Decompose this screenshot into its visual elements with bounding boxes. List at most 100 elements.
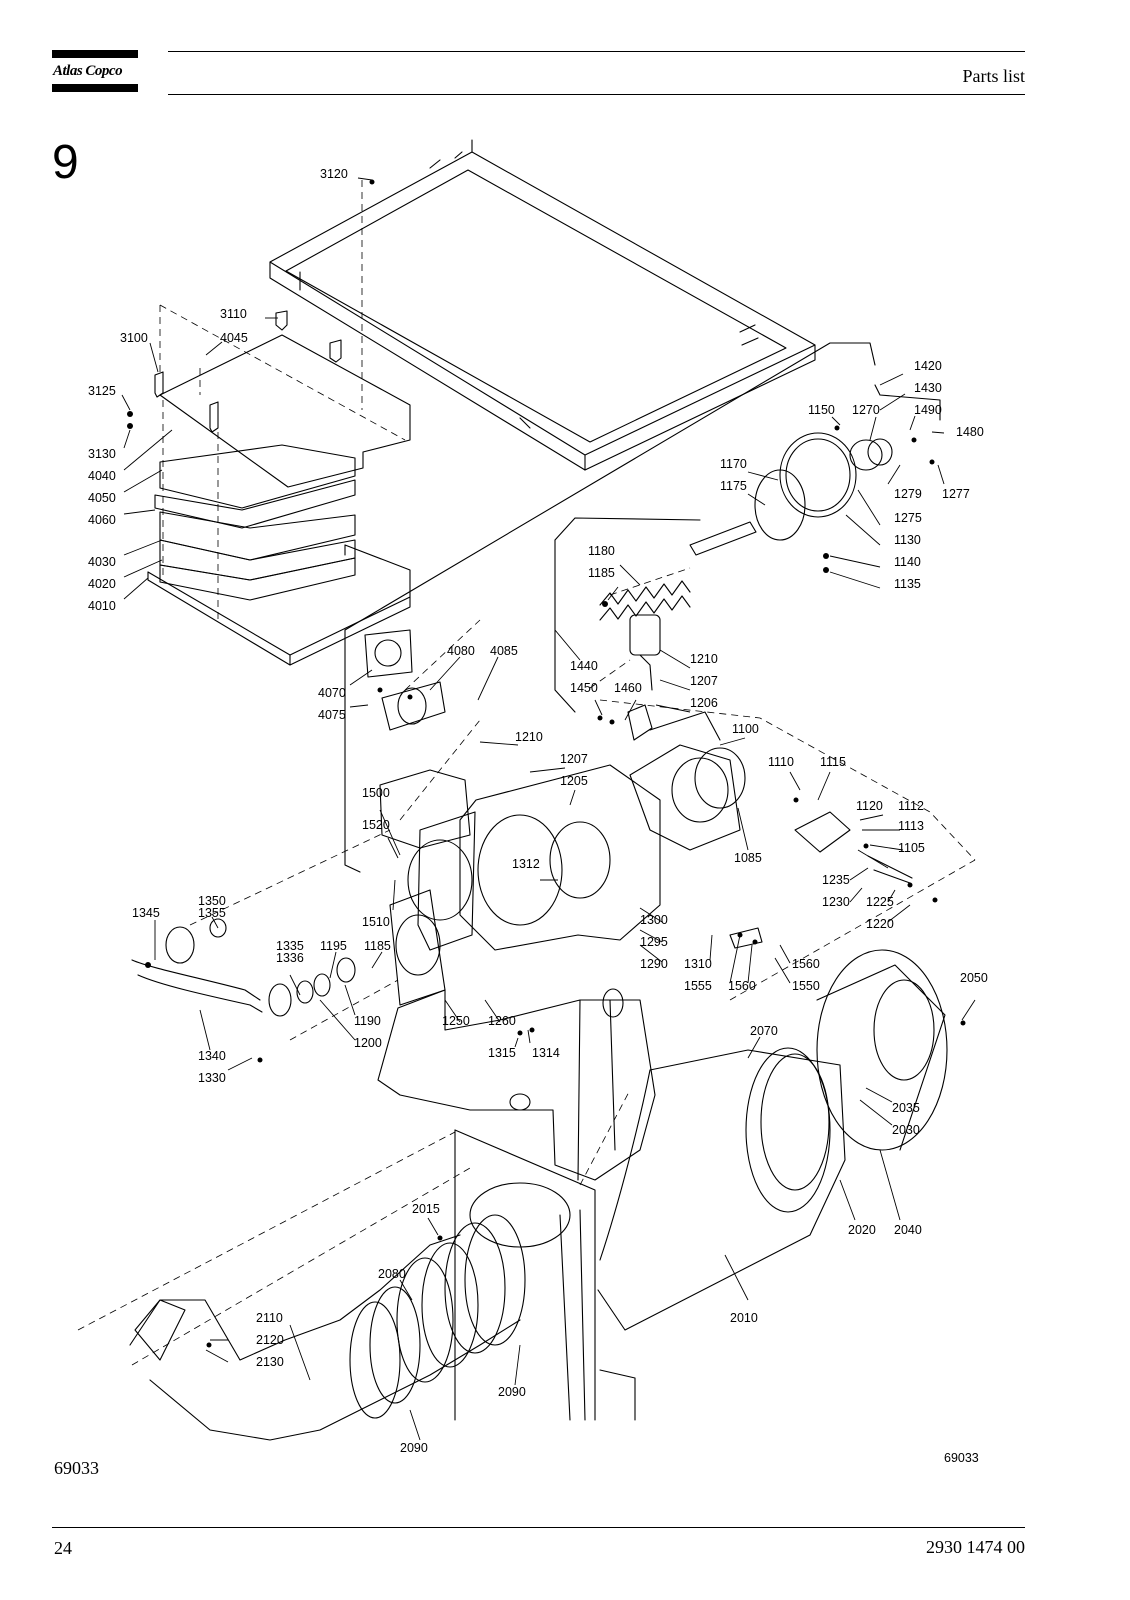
part-label: 1315 — [488, 1046, 516, 1060]
part-label: 3100 — [120, 331, 148, 345]
diagram-drawing — [129, 139, 948, 1441]
part-label: 2050 — [960, 971, 988, 985]
part-label: 1230 — [822, 895, 850, 909]
part-label: 2090 — [400, 1441, 428, 1455]
part-label: 1207 — [690, 674, 718, 688]
part-label: 1277 — [942, 487, 970, 501]
part-label: 1340 — [198, 1049, 226, 1063]
part-label: 1185 — [588, 566, 615, 580]
part-label: 4010 — [88, 599, 116, 613]
leader-lines — [121, 177, 976, 1441]
part-label: 3130 — [88, 447, 116, 461]
part-label: 1195 — [320, 939, 347, 953]
part-label: 4030 — [88, 555, 116, 569]
part-label: 4075 — [318, 708, 346, 722]
part-label: 2120 — [256, 1333, 284, 1347]
part-label: 3125 — [88, 384, 116, 398]
part-label: 4045 — [220, 331, 248, 345]
part-label: 1185 — [364, 939, 391, 953]
part-label: 2010 — [730, 1311, 758, 1325]
part-label: 1260 — [488, 1014, 516, 1028]
part-label: 2110 — [256, 1311, 283, 1325]
part-label: 2130 — [256, 1355, 284, 1369]
part-label: 1105 — [898, 841, 925, 855]
part-label: 1112 — [898, 799, 924, 813]
part-label: 1270 — [852, 403, 880, 417]
part-label: 1140 — [894, 555, 921, 569]
part-label: 2030 — [892, 1123, 920, 1137]
part-label: 1113 — [898, 819, 924, 833]
part-label: 1110 — [768, 755, 794, 769]
part-label: 1500 — [362, 786, 390, 800]
part-label: 1290 — [640, 957, 668, 971]
part-label: 1490 — [914, 403, 942, 417]
part-label: 1085 — [734, 851, 762, 865]
part-label: 1115 — [820, 755, 846, 769]
document-number: 2930 1474 00 — [926, 1537, 1025, 1557]
part-label: 1550 — [792, 979, 820, 993]
part-label: 2070 — [750, 1024, 778, 1038]
part-label: 1250 — [442, 1014, 470, 1028]
part-label: 1170 — [720, 457, 747, 471]
part-label: 1480 — [956, 425, 984, 439]
part-label: 2020 — [848, 1223, 876, 1237]
part-label: 1345 — [132, 906, 160, 920]
part-label: 1510 — [362, 915, 390, 929]
page-title: Parts list — [962, 66, 1025, 86]
part-label: 1120 — [856, 799, 883, 813]
part-label: 4040 — [88, 469, 116, 483]
part-label: 1520 — [362, 818, 390, 832]
footer-rule — [52, 1527, 1025, 1528]
part-label: 4050 — [88, 491, 116, 505]
part-label: 1420 — [914, 359, 942, 373]
part-label: 1206 — [690, 696, 718, 710]
part-label: 1207 — [560, 752, 588, 766]
part-label: 1279 — [894, 487, 922, 501]
part-label: 2080 — [378, 1267, 406, 1281]
part-label: 1300 — [640, 913, 668, 927]
part-label: 1460 — [614, 681, 642, 695]
part-label: 3120 — [320, 167, 348, 181]
header-bottom-rule — [168, 94, 1025, 95]
part-label: 1135 — [894, 577, 921, 591]
page-number: 24 — [54, 1538, 72, 1558]
part-label: 1175 — [720, 479, 747, 493]
part-label: 1336 — [276, 951, 304, 965]
part-label: 1205 — [560, 774, 588, 788]
part-label: 1430 — [914, 381, 942, 395]
part-label: 1225 — [866, 895, 894, 909]
part-label: 1312 — [512, 857, 540, 871]
figure-id: 69033 — [54, 1458, 99, 1478]
part-label: 1314 — [532, 1046, 560, 1060]
assembly-dashed-lines — [77, 180, 976, 1366]
part-label: 1275 — [894, 511, 922, 525]
part-label: 1335 — [276, 939, 304, 953]
part-label: 1450 — [570, 681, 598, 695]
part-label: 1560 — [792, 957, 820, 971]
figure-id-diagram: 69033 — [944, 1451, 979, 1465]
part-label: 2035 — [892, 1101, 920, 1115]
part-number-labels: 3120 3110 3100 4045 3125 3130 4040 4050 … — [88, 167, 988, 1465]
header-top-rule — [168, 51, 1025, 52]
part-label: 4080 — [447, 644, 475, 658]
part-label: 1150 — [808, 403, 835, 417]
part-label: 1235 — [822, 873, 850, 887]
part-label: 3110 — [220, 307, 247, 321]
part-label: 1350 — [198, 894, 226, 908]
part-label: 2015 — [412, 1202, 440, 1216]
part-label: 1200 — [354, 1036, 382, 1050]
part-label: 2090 — [498, 1385, 526, 1399]
part-label: 1100 — [732, 722, 759, 736]
part-label: 1130 — [894, 533, 921, 547]
part-label: 1355 — [198, 906, 226, 920]
part-label: 1295 — [640, 935, 668, 949]
fastener-marks — [127, 179, 966, 1348]
atlas-copco-logo: Atlas Copco — [52, 50, 138, 94]
part-label: 1210 — [690, 652, 718, 666]
part-label: 1440 — [570, 659, 598, 673]
part-label: 4020 — [88, 577, 116, 591]
part-label: 4060 — [88, 513, 116, 527]
part-label: 1310 — [684, 957, 712, 971]
